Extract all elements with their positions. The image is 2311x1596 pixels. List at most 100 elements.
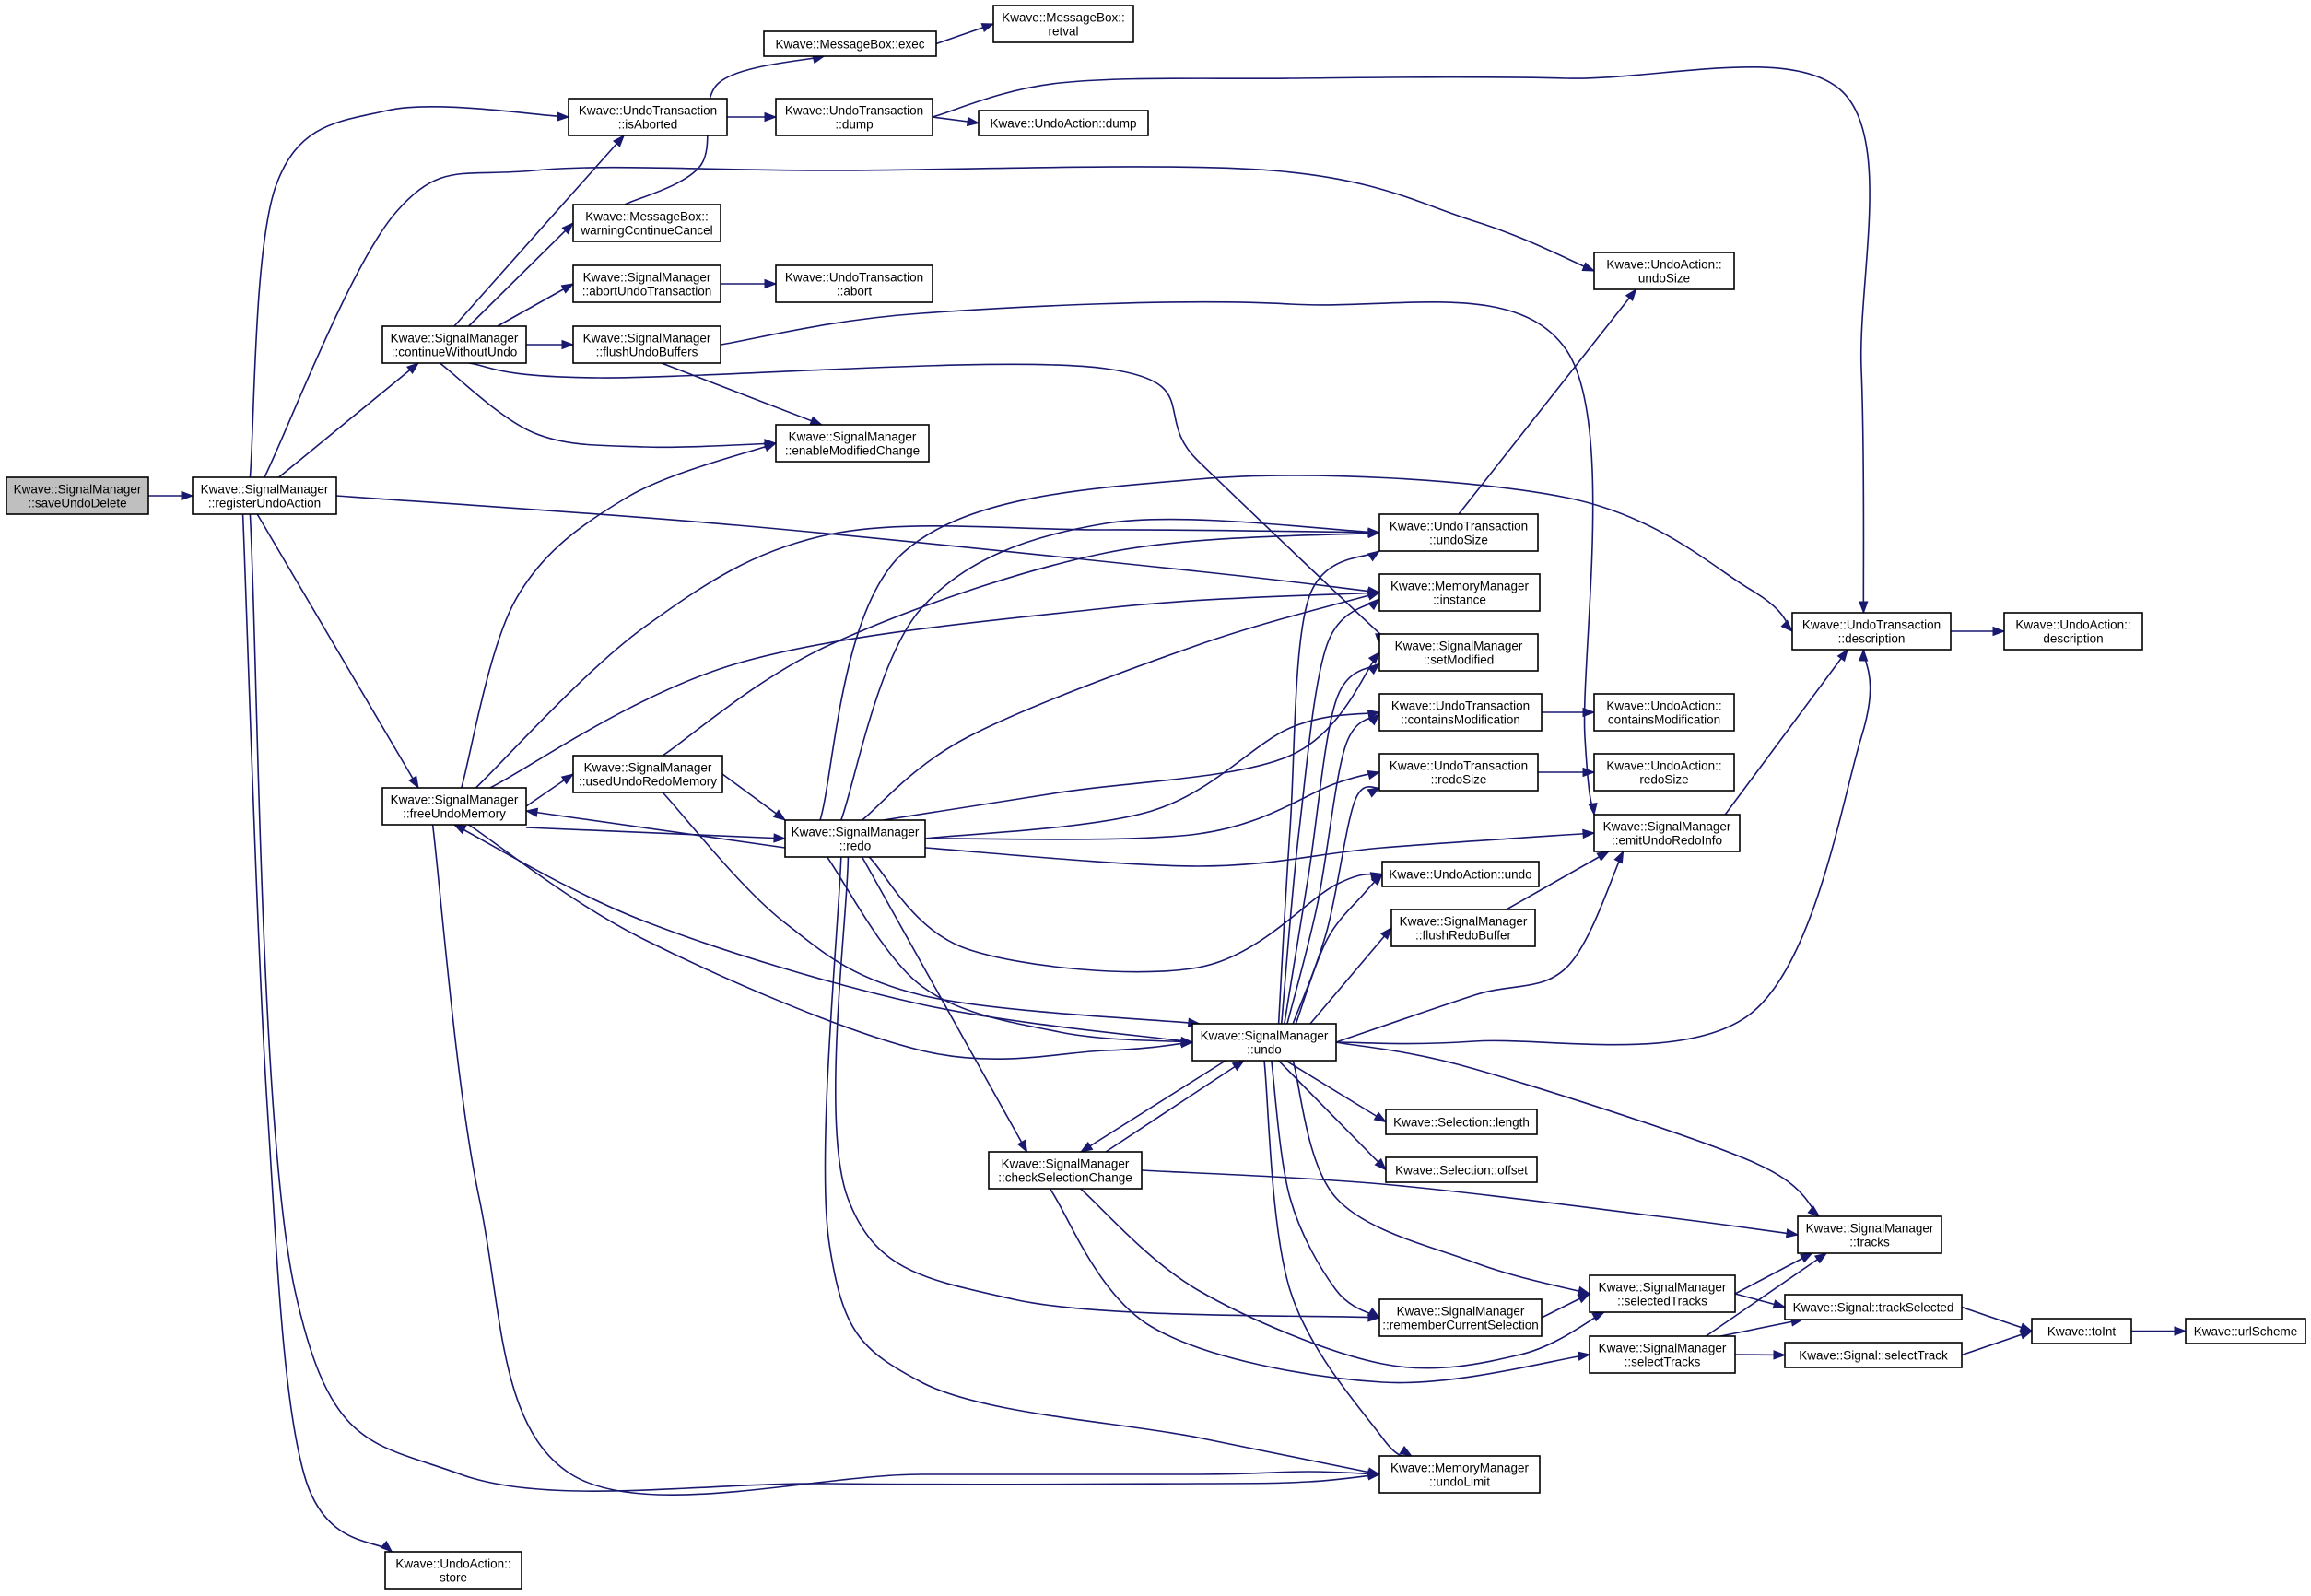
node-mm-instance[interactable]: Kwave::MemoryManager::instance bbox=[1378, 573, 1541, 612]
edge-registerUndoAction-to-uaStore bbox=[241, 513, 393, 1553]
node-ut-description[interactable]: Kwave::UndoTransaction::description bbox=[1791, 612, 1952, 651]
edge-line bbox=[335, 495, 1380, 593]
arrowhead-icon bbox=[612, 134, 626, 147]
edge-selectTrack-to-toInt bbox=[1961, 1330, 2034, 1356]
edge-redo-to-utDescription bbox=[819, 475, 1794, 821]
node-box bbox=[1378, 693, 1543, 732]
node-free-undo-memory[interactable]: Kwave::SignalManager::freeUndoMemory bbox=[381, 787, 527, 826]
node-ua-undo[interactable]: Kwave::UndoAction::undo bbox=[1381, 861, 1540, 887]
node-label: Kwave::SignalManager bbox=[1603, 820, 1731, 834]
node-box bbox=[2031, 1318, 2132, 1344]
node-label: ::enableModifiedChange bbox=[785, 444, 920, 458]
node-used-undo-redo-memory[interactable]: Kwave::SignalManager::usedUndoRedoMemory bbox=[572, 755, 723, 793]
node-sel-length[interactable]: Kwave::Selection::length bbox=[1385, 1109, 1538, 1135]
edge-flushUndoBuffers-to-emitUndoRedoInfo bbox=[720, 300, 1598, 816]
edge-line bbox=[824, 856, 1380, 1475]
node-check-selection-change[interactable]: Kwave::SignalManager::checkSelectionChan… bbox=[988, 1151, 1143, 1190]
node-to-int[interactable]: Kwave::toInt bbox=[2031, 1318, 2132, 1344]
edge-continueWithoutUndo-to-warningContinueCancel bbox=[468, 221, 575, 327]
node-redo[interactable]: Kwave::SignalManager::redo bbox=[784, 819, 926, 858]
node-ua-undo-size[interactable]: Kwave::UndoAction::undoSize bbox=[1593, 252, 1735, 290]
node-undo[interactable]: Kwave::SignalManager::undo bbox=[1191, 1023, 1337, 1062]
node-ua-description[interactable]: Kwave::UndoAction::description bbox=[2003, 612, 2143, 651]
edge-usedUndoRedoMemory-to-undo bbox=[662, 792, 1202, 1027]
node-emit-undo-redo-info[interactable]: Kwave::SignalManager::emitUndoRedoInfo bbox=[1593, 814, 1741, 852]
edge-undo-to-selLength bbox=[1285, 1060, 1388, 1123]
node-remember-current-selection[interactable]: Kwave::SignalManager::rememberCurrentSel… bbox=[1378, 1298, 1543, 1337]
node-ut-abort[interactable]: Kwave::UndoTransaction::abort bbox=[775, 264, 933, 303]
arrowhead-icon bbox=[557, 111, 570, 122]
edge-checkSelectionChange-to-selectedTracks bbox=[1080, 1188, 1606, 1369]
node-label: Kwave::SignalManager bbox=[391, 793, 519, 807]
node-tracks[interactable]: Kwave::SignalManager::tracks bbox=[1797, 1215, 1942, 1254]
node-sel-offset[interactable]: Kwave::Selection::offset bbox=[1385, 1156, 1538, 1183]
node-mb-exec[interactable]: Kwave::MessageBox::exec bbox=[763, 30, 937, 57]
node-select-tracks[interactable]: Kwave::SignalManager::selectTracks bbox=[1589, 1335, 1736, 1374]
edge-freeUndoMemory-to-undoLimit bbox=[431, 824, 1381, 1496]
arrowhead-icon bbox=[1079, 1141, 1094, 1153]
node-track-selected[interactable]: Kwave::Signal::trackSelected bbox=[1784, 1294, 1963, 1320]
edge-undo-to-uaUndo bbox=[1295, 873, 1383, 1025]
arrowhead-icon bbox=[524, 807, 539, 817]
node-ua-redo-size[interactable]: Kwave::UndoAction::redoSize bbox=[1593, 753, 1735, 792]
edge-line bbox=[819, 475, 1793, 821]
node-label: ::tracks bbox=[1849, 1236, 1890, 1250]
edge-continueWithoutUndo-to-enableModifiedChange bbox=[439, 362, 778, 449]
node-box bbox=[988, 1151, 1143, 1190]
node-label: Kwave::UndoTransaction bbox=[1390, 520, 1528, 534]
node-set-modified[interactable]: Kwave::SignalManager::setModified bbox=[1378, 633, 1539, 672]
node-continue-without-undo[interactable]: Kwave::SignalManager::continueWithoutUnd… bbox=[381, 325, 527, 364]
node-ut-redo-size[interactable]: Kwave::UndoTransaction::redoSize bbox=[1378, 753, 1539, 792]
node-label: Kwave::urlScheme bbox=[2194, 1325, 2298, 1339]
node-label: ::saveUndoDelete bbox=[28, 497, 126, 510]
node-register-undo-action[interactable]: Kwave::SignalManager::registerUndoAction bbox=[192, 476, 337, 515]
node-box bbox=[1589, 1335, 1736, 1374]
node-label: Kwave::MessageBox:: bbox=[585, 210, 709, 224]
edge-redo-to-mmInstance bbox=[862, 591, 1381, 821]
node-abort-undo-transaction[interactable]: Kwave::SignalManager::abortUndoTransacti… bbox=[572, 264, 721, 303]
node-undo-limit[interactable]: Kwave::MemoryManager::undoLimit bbox=[1378, 1455, 1541, 1494]
node-is-aborted[interactable]: Kwave::UndoTransaction::isAborted bbox=[568, 98, 728, 136]
node-warning-continue-cancel[interactable]: Kwave::MessageBox::warningContinueCancel bbox=[572, 204, 721, 242]
node-selected-tracks[interactable]: Kwave::SignalManager::selectedTracks bbox=[1589, 1274, 1736, 1313]
arrowhead-icon bbox=[809, 416, 824, 426]
node-ut-contains-modification[interactable]: Kwave::UndoTransaction::containsModifica… bbox=[1378, 693, 1543, 732]
node-ua-contains-modification[interactable]: Kwave::UndoAction::containsModification bbox=[1593, 693, 1735, 732]
node-ua-dump[interactable]: Kwave::UndoAction::dump bbox=[978, 110, 1149, 136]
arrowhead-icon bbox=[1367, 1467, 1381, 1477]
node-box bbox=[1390, 909, 1536, 947]
edge-line bbox=[1720, 1319, 1803, 1337]
node-url-scheme[interactable]: Kwave::urlScheme bbox=[2185, 1318, 2306, 1344]
arrowhead-icon bbox=[1596, 851, 1611, 862]
arrowhead-icon bbox=[2019, 1330, 2034, 1340]
edge-line bbox=[1335, 1041, 1820, 1217]
edge-redo-to-rememberCurrentSelection bbox=[835, 856, 1381, 1322]
node-flush-undo-buffers[interactable]: Kwave::SignalManager::flushUndoBuffers bbox=[572, 325, 721, 364]
node-ut-undo-size[interactable]: Kwave::UndoTransaction::undoSize bbox=[1378, 513, 1539, 552]
arrowhead-icon bbox=[966, 116, 980, 127]
arrowhead-icon bbox=[772, 809, 787, 821]
node-mb-retval[interactable]: Kwave::MessageBox::retval bbox=[992, 5, 1134, 43]
edge-freeUndoMemory-to-usedUndoRedoMemory bbox=[525, 773, 575, 807]
node-box bbox=[384, 1551, 522, 1590]
arrowhead-icon bbox=[406, 362, 420, 374]
node-save-undo-delete[interactable]: Kwave::SignalManager::saveUndoDelete bbox=[6, 476, 149, 515]
node-box bbox=[2185, 1318, 2306, 1344]
edge-registerUndoAction-to-isAborted bbox=[249, 106, 570, 478]
node-label: Kwave::UndoTransaction bbox=[785, 271, 923, 285]
node-ut-dump[interactable]: Kwave::UndoTransaction::dump bbox=[775, 98, 933, 136]
edge-line bbox=[241, 513, 393, 1553]
edge-line bbox=[453, 824, 1193, 1043]
node-enable-modified-change[interactable]: Kwave::SignalManager::enableModifiedChan… bbox=[775, 424, 930, 463]
node-flush-redo-buffer[interactable]: Kwave::SignalManager::flushRedoBuffer bbox=[1390, 909, 1536, 947]
node-box bbox=[572, 755, 723, 793]
arrowhead-icon bbox=[380, 1540, 393, 1553]
node-select-track[interactable]: Kwave::Signal::selectTrack bbox=[1784, 1342, 1963, 1368]
node-box bbox=[1378, 573, 1541, 612]
node-ua-store[interactable]: Kwave::UndoAction::store bbox=[384, 1551, 522, 1590]
node-label: ::redoSize bbox=[1431, 773, 1487, 787]
node-label: Kwave::SignalManager bbox=[1002, 1157, 1130, 1171]
node-label: Kwave::Selection::length bbox=[1393, 1116, 1530, 1130]
edge-line bbox=[468, 362, 1399, 650]
node-box bbox=[775, 424, 930, 463]
